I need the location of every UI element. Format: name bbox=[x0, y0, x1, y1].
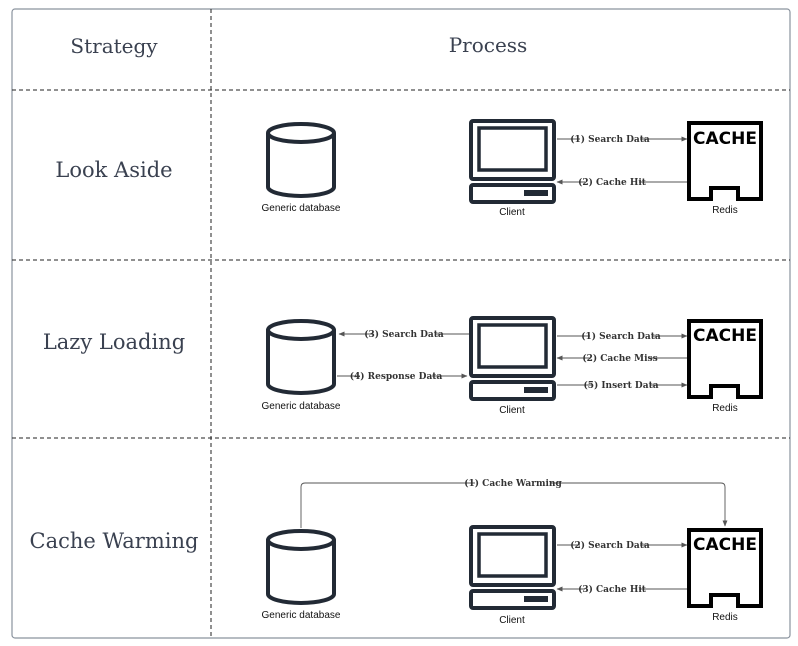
row-cache-warming: Generic database Client CACHE Redis (1) … bbox=[262, 477, 763, 626]
edge-cache-hit: (3) Cache Hit bbox=[556, 583, 687, 595]
cache-label: Redis bbox=[712, 205, 738, 216]
edge-label: (2) Cache Hit bbox=[578, 177, 647, 188]
database-label: Generic database bbox=[262, 401, 341, 412]
strategy-look-aside: Look Aside bbox=[55, 158, 172, 182]
database-label: Generic database bbox=[262, 610, 341, 621]
cache-icon-text: CACHE bbox=[693, 326, 757, 346]
edge-label: (5) Insert Data bbox=[583, 380, 658, 391]
client-computer-icon bbox=[469, 525, 556, 610]
strategy-cache-warming: Cache Warming bbox=[30, 529, 199, 553]
edge-label: (4) Response Data bbox=[350, 371, 443, 382]
database-icon bbox=[266, 529, 336, 605]
edge-search-data: (1) Search Data bbox=[557, 133, 688, 145]
strategy-lazy-loading: Lazy Loading bbox=[43, 330, 185, 354]
edge-response-data: (4) Response Data bbox=[337, 370, 468, 382]
edge-label: (1) Cache Warming bbox=[464, 478, 562, 489]
edge-search-data: (2) Search Data bbox=[557, 539, 688, 551]
client-computer-icon bbox=[469, 119, 556, 204]
edge-cache-miss: (2) Cache Miss bbox=[556, 352, 687, 364]
edge-insert-data: (5) Insert Data bbox=[557, 379, 688, 391]
client-label: Client bbox=[499, 615, 525, 626]
edge-cache-hit: (2) Cache Hit bbox=[556, 176, 687, 188]
database-icon bbox=[266, 319, 336, 395]
table-frame bbox=[11, 8, 791, 639]
process-column-header: Process bbox=[449, 33, 528, 57]
edge-label: (1) Search Data bbox=[570, 134, 650, 145]
edge-label: (3) Search Data bbox=[364, 329, 444, 340]
edge-label: (1) Search Data bbox=[581, 331, 661, 342]
edge-search-data-to-cache: (1) Search Data bbox=[557, 330, 688, 342]
cache-icon: CACHE bbox=[687, 528, 763, 608]
edge-label: (2) Search Data bbox=[570, 540, 650, 551]
client-label: Client bbox=[499, 207, 525, 218]
cache-icon: CACHE bbox=[687, 319, 763, 399]
edge-label: (3) Cache Hit bbox=[578, 584, 647, 595]
strategy-column-header: Strategy bbox=[70, 34, 158, 58]
database-icon bbox=[266, 122, 336, 198]
cache-icon-text: CACHE bbox=[693, 129, 757, 149]
cache-label: Redis bbox=[712, 403, 738, 414]
database-label: Generic database bbox=[262, 203, 341, 214]
edge-label: (2) Cache Miss bbox=[582, 353, 657, 364]
client-computer-icon bbox=[469, 316, 556, 401]
cache-label: Redis bbox=[712, 612, 738, 623]
cache-icon: CACHE bbox=[687, 121, 763, 201]
row-lazy-loading: Generic database Client CACHE Redis (3) … bbox=[262, 316, 763, 416]
cache-icon-text: CACHE bbox=[693, 535, 757, 555]
client-label: Client bbox=[499, 405, 525, 416]
edge-cache-warming: (1) Cache Warming bbox=[300, 477, 728, 528]
edge-search-data-to-database: (3) Search Data bbox=[338, 328, 469, 340]
row-look-aside: Generic database Client CACHE Redis (1) … bbox=[262, 119, 763, 218]
